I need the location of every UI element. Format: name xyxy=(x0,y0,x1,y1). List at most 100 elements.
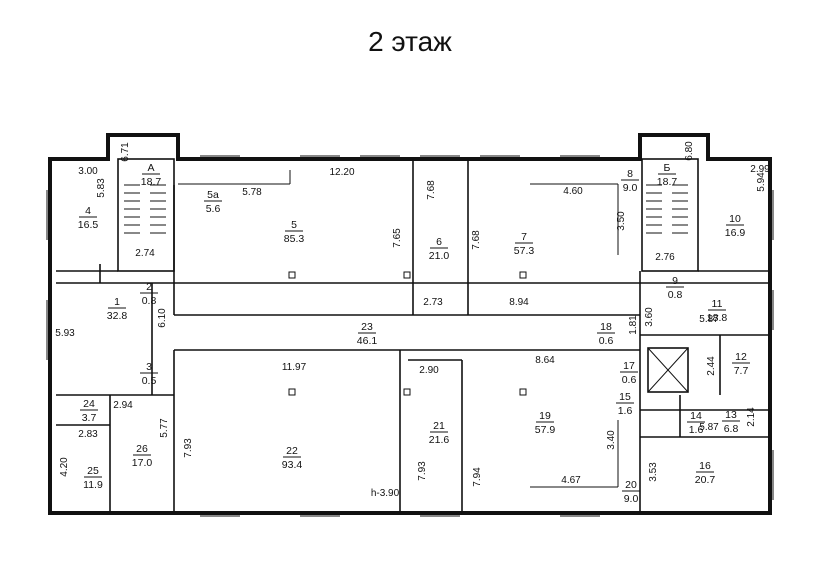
dimension-label: 2.73 xyxy=(423,297,443,308)
room-area: 32.8 xyxy=(107,310,128,322)
dimension-label: 7.93 xyxy=(417,461,428,481)
room-number: 23 xyxy=(361,321,373,333)
room-area: 0.5 xyxy=(142,375,157,387)
dimension-label: 4.20 xyxy=(59,457,70,477)
room-number: 9 xyxy=(672,275,678,287)
height-mark: h-3.90 xyxy=(371,488,400,499)
dimension-label: 5.77 xyxy=(159,418,170,438)
room-number: Б xyxy=(664,162,671,174)
room-area: 5.6 xyxy=(206,203,221,215)
room-number: 2 xyxy=(146,281,152,293)
dimension-label: 2.99 xyxy=(750,164,770,175)
room-area: 16.5 xyxy=(78,219,99,231)
room-area: 85.3 xyxy=(284,233,305,245)
dimension-label: 5.93 xyxy=(55,328,75,339)
page-title: 2 этаж xyxy=(368,26,452,57)
room-area: 1.6 xyxy=(618,405,633,417)
dimension-label: 1.81 xyxy=(628,315,639,335)
dimension-label: 8.64 xyxy=(535,355,555,366)
room-area: 0.6 xyxy=(622,374,637,386)
room-number: 16 xyxy=(699,460,711,472)
room-area: 21.6 xyxy=(429,434,450,446)
room-area: 9.0 xyxy=(624,493,639,505)
room-area: 57.9 xyxy=(535,424,556,436)
room-area: 0.8 xyxy=(142,295,157,307)
room-number: 13 xyxy=(725,409,737,421)
room-area: 93.4 xyxy=(282,459,303,471)
room-number: 21 xyxy=(433,420,445,432)
dimension-label: 6.80 xyxy=(684,141,695,161)
room-number: 10 xyxy=(729,213,741,225)
dimension-label: 2.74 xyxy=(135,248,155,259)
room-area: 17.0 xyxy=(132,457,153,469)
room-number: 14 xyxy=(690,410,702,422)
dimension-label: 5.78 xyxy=(242,187,262,198)
room-number: 5а xyxy=(207,189,219,201)
room-area: 6.8 xyxy=(724,423,739,435)
room-number: 20 xyxy=(625,479,637,491)
room-number: 6 xyxy=(436,236,442,248)
room-area: 9.0 xyxy=(623,182,638,194)
dimension-label: 2.76 xyxy=(655,252,675,263)
dimension-label: 5.94 xyxy=(756,172,767,192)
room-area: 1.6 xyxy=(689,424,704,436)
dimension-label: 2.44 xyxy=(706,356,717,376)
dimension-label: 2.94 xyxy=(113,400,133,411)
room-area: 16.9 xyxy=(725,227,746,239)
room-area: 3.7 xyxy=(82,412,97,424)
room-number: 4 xyxy=(85,205,91,217)
dimension-label: 7.93 xyxy=(183,438,194,458)
dimension-label: 3.50 xyxy=(616,211,627,231)
room-number: 19 xyxy=(539,410,551,422)
room-number: 17 xyxy=(623,360,635,372)
room-number: 25 xyxy=(87,465,99,477)
room-number: 5 xyxy=(291,219,297,231)
room-area: 18.7 xyxy=(141,176,162,188)
dimension-label: 6.71 xyxy=(120,142,131,162)
room-number: 18 xyxy=(600,321,612,333)
dimension-label: 6.10 xyxy=(157,308,168,328)
dimension-label: 4.60 xyxy=(563,186,583,197)
room-area: 46.1 xyxy=(357,335,378,347)
room-number: 24 xyxy=(83,398,95,410)
room-area: 57.3 xyxy=(514,245,535,257)
room-area: 18.7 xyxy=(657,176,678,188)
room-number: 11 xyxy=(712,298,723,310)
room-labels: А 18.7 Б 18.7 1 32.8 2 0.8 3 0.5 4 16.5 5 85.3 5а 5.6 6 2… xyxy=(55,141,770,505)
dimension-label: 7.68 xyxy=(471,230,482,250)
dimension-label: 12.20 xyxy=(329,167,354,178)
room-number: А xyxy=(147,162,154,174)
room-area: 21.0 xyxy=(429,250,450,262)
dimension-label: 8.94 xyxy=(509,297,529,308)
room-area: 7.7 xyxy=(734,365,749,377)
room-number: 8 xyxy=(627,168,633,180)
dimension-label: 2.14 xyxy=(746,407,757,427)
dimension-label: 3.60 xyxy=(644,307,655,327)
dimension-label: 3.53 xyxy=(648,462,659,482)
dimension-label: 5.87 xyxy=(699,314,719,325)
dimension-label: 5.83 xyxy=(96,178,107,198)
room-area: 18.8 xyxy=(707,312,728,324)
dimension-label: 5.87 xyxy=(699,422,719,433)
dimension-label: 7.68 xyxy=(426,180,437,200)
room-area: 11.9 xyxy=(83,479,103,491)
room-number: 3 xyxy=(146,361,152,373)
dimension-label: 4.67 xyxy=(561,475,581,486)
room-number: 15 xyxy=(619,391,631,403)
dimension-label: 11.97 xyxy=(282,362,307,373)
dimension-label: 2.83 xyxy=(78,429,98,440)
room-area: 0.8 xyxy=(668,289,683,301)
room-number: 12 xyxy=(735,351,747,363)
dimension-label: 7.94 xyxy=(472,467,483,487)
room-area: 20.7 xyxy=(695,474,716,486)
room-number: 26 xyxy=(136,443,148,455)
dimension-label: 3.40 xyxy=(606,430,617,450)
room-area: 0.6 xyxy=(599,335,614,347)
dimension-label: 2.90 xyxy=(419,365,439,376)
room-number: 1 xyxy=(114,296,120,308)
dimension-label: 3.00 xyxy=(78,166,98,177)
dimension-label: 7.65 xyxy=(392,228,403,248)
room-number: 7 xyxy=(521,231,527,243)
walls xyxy=(46,133,774,517)
